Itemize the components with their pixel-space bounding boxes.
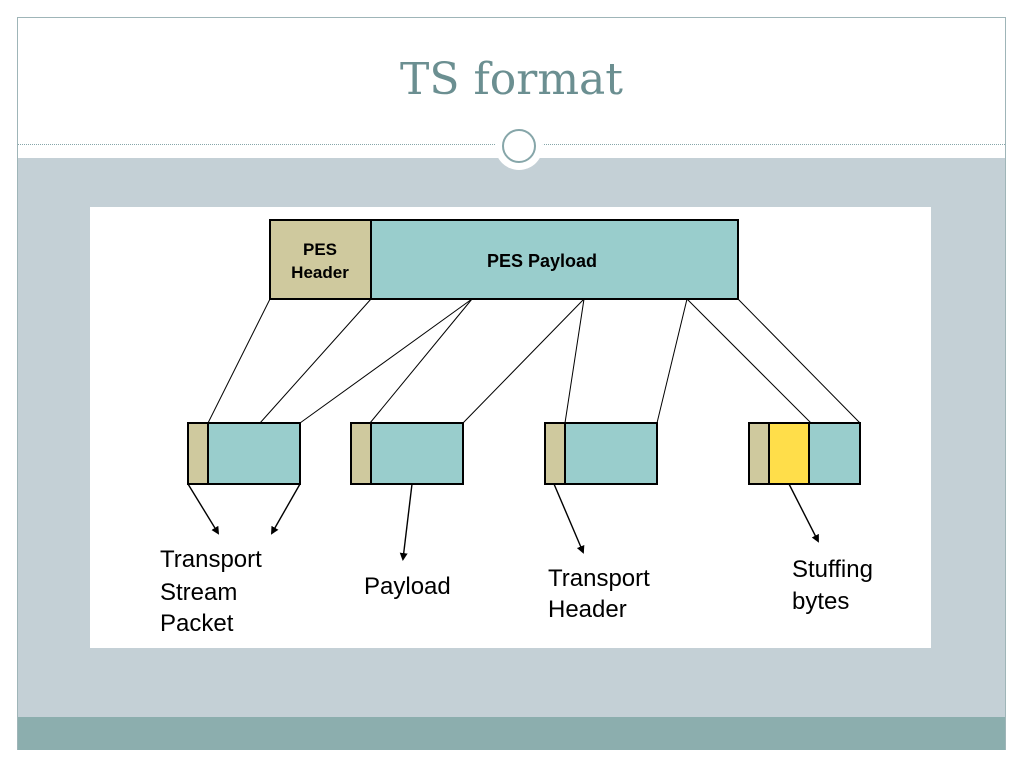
mapping-line [207, 298, 271, 424]
ts-header-box [187, 422, 209, 485]
label-transport-stream-packet-line3: Packet [160, 610, 234, 637]
ts-header-box [748, 422, 770, 485]
mapping-line [299, 298, 473, 424]
mapping-line [737, 298, 861, 424]
pes-header-box [269, 219, 372, 300]
pes-payload-box [370, 219, 739, 300]
pes-payload-label: PES Payload [487, 251, 597, 271]
label-payload: Payload [364, 573, 451, 600]
ornament-ring [502, 129, 536, 163]
arrow-payload [399, 483, 413, 561]
diagram-panel: PES Header PES Payload [90, 207, 931, 648]
label-stuffing-bytes-line2: bytes [792, 588, 849, 615]
footer-band [18, 717, 1005, 750]
arrow-transport-header [553, 483, 585, 554]
divider-circle-ornament [495, 122, 543, 170]
ts-packet-2 [350, 422, 464, 485]
arrow-stuffing-bytes [788, 483, 819, 543]
slide-title: TS format [400, 54, 623, 105]
ts-format-diagram: PES Header PES Payload [160, 219, 873, 637]
pes-header-label-line1: PES [303, 240, 337, 259]
stuffing-bytes-box [768, 422, 810, 485]
mapping-line [462, 298, 585, 424]
arrow-transport-stream-packet-left [187, 483, 220, 535]
label-transport-stream-packet-line2: Stream [160, 579, 237, 606]
ts-packet-1 [187, 422, 301, 485]
ts-payload-box [564, 422, 658, 485]
mapping-line [686, 298, 812, 424]
ts-header-box [350, 422, 372, 485]
arrow-transport-stream-packet-right [271, 483, 301, 535]
ts-packet-4 [748, 422, 861, 485]
label-transport-header-line2: Header [548, 596, 627, 623]
ts-header-box [544, 422, 566, 485]
ts-packet-3 [544, 422, 658, 485]
mapping-line [369, 298, 473, 424]
label-stuffing-bytes-line1: Stuffing [792, 556, 873, 583]
mapping-lines [207, 298, 861, 424]
ts-payload-box [808, 422, 861, 485]
ts-payload-box [370, 422, 464, 485]
mapping-line [564, 298, 585, 424]
mapping-line [656, 298, 688, 424]
ts-payload-box [207, 422, 301, 485]
callout-arrows [187, 483, 819, 561]
pes-header-label-line2: Header [291, 263, 349, 282]
label-transport-header-line1: Transport [548, 565, 650, 592]
mapping-line [259, 298, 372, 424]
label-transport-stream-packet-line1: Transport [160, 546, 262, 573]
